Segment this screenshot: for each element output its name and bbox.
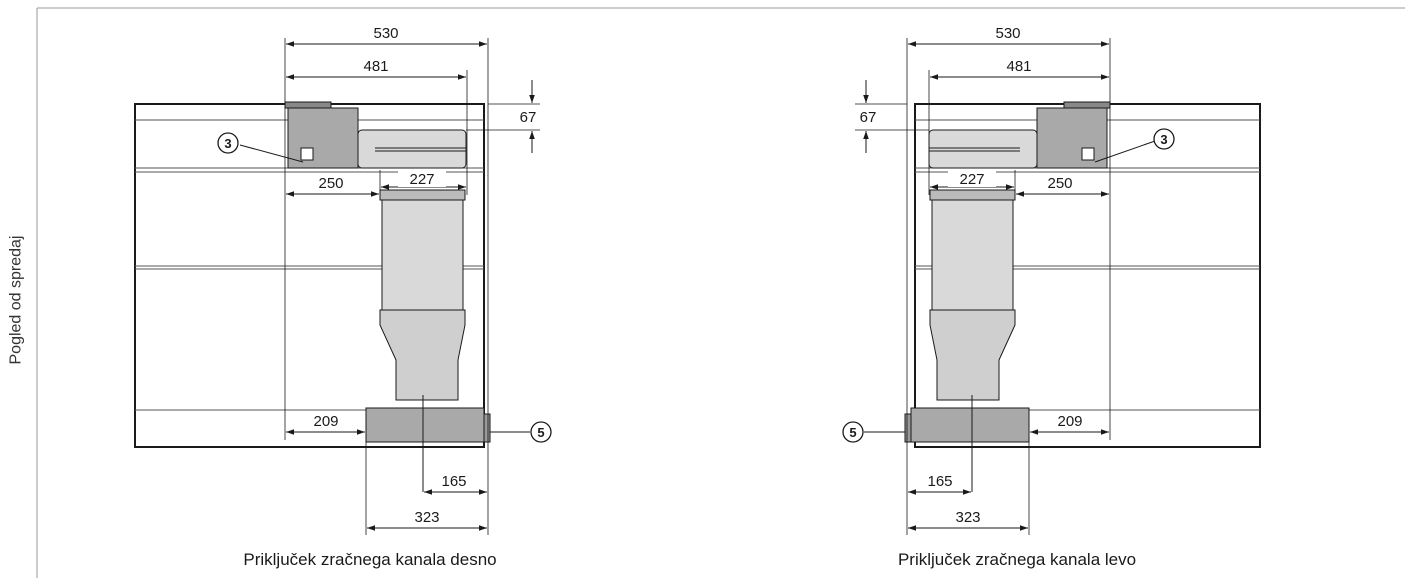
dim-209-label: 209	[1057, 413, 1082, 430]
duct-transition	[929, 309, 1016, 401]
bottom-connector	[365, 407, 485, 443]
dim-67-label: 67	[520, 109, 537, 126]
fan-screw	[1081, 147, 1095, 161]
dim-530-label: 530	[995, 25, 1020, 42]
dim-227-label: 227	[409, 171, 434, 188]
diagram-caption: Priključek zračnega kanala desno	[243, 550, 496, 569]
callout-3-label: 3	[1160, 132, 1167, 147]
callout-5-circle	[530, 421, 552, 443]
dim-67-label: 67	[860, 109, 877, 126]
diagram-right-connection: 530 481 67 250 227 209 165 323 3 5 Prikl…	[134, 25, 552, 569]
dim-165-label: 165	[441, 473, 466, 490]
dim-530-label: 530	[373, 25, 398, 42]
duct-transition	[379, 309, 466, 401]
dim-label-bg	[398, 169, 446, 187]
callout-5-circle	[842, 421, 864, 443]
connector-outlet	[483, 413, 491, 443]
horizontal-duct	[928, 129, 1038, 169]
dim-165-label: 165	[927, 473, 952, 490]
dim-323-label: 323	[955, 509, 980, 526]
diagram-caption: Priključek zračnega kanala levo	[898, 550, 1136, 569]
callout-3-circle	[1153, 128, 1175, 150]
dim-209-label: 209	[313, 413, 338, 430]
callout-5-label: 5	[537, 425, 544, 440]
dim-481-label: 481	[363, 58, 388, 75]
horizontal-duct	[357, 129, 467, 169]
duct-collar	[929, 189, 1016, 201]
dim-250-label: 250	[1047, 175, 1072, 192]
vertical-duct	[931, 199, 1014, 311]
callout-5-label: 5	[849, 425, 856, 440]
dim-227-label: 227	[959, 171, 984, 188]
dim-481-label: 481	[1006, 58, 1031, 75]
connector-outlet	[904, 413, 912, 443]
fan-motor	[287, 107, 359, 169]
dim-250-label: 250	[318, 175, 343, 192]
vertical-duct	[381, 199, 464, 311]
callout-3-circle	[217, 132, 239, 154]
fan-motor	[1036, 107, 1108, 169]
callout-3-label: 3	[224, 136, 231, 151]
dim-323-label: 323	[414, 509, 439, 526]
fan-screw	[300, 147, 314, 161]
callout-leader	[239, 144, 304, 163]
duct-collar	[379, 189, 466, 201]
diagram-left-connection: 530 481 67 227 250 209 165 323 3 5 Prikl…	[842, 25, 1261, 569]
dim-label-bg	[948, 169, 996, 187]
fan-mount-plate	[284, 101, 332, 109]
fan-mount-plate	[1063, 101, 1111, 109]
bottom-connector	[910, 407, 1030, 443]
callout-leader	[1094, 140, 1156, 163]
